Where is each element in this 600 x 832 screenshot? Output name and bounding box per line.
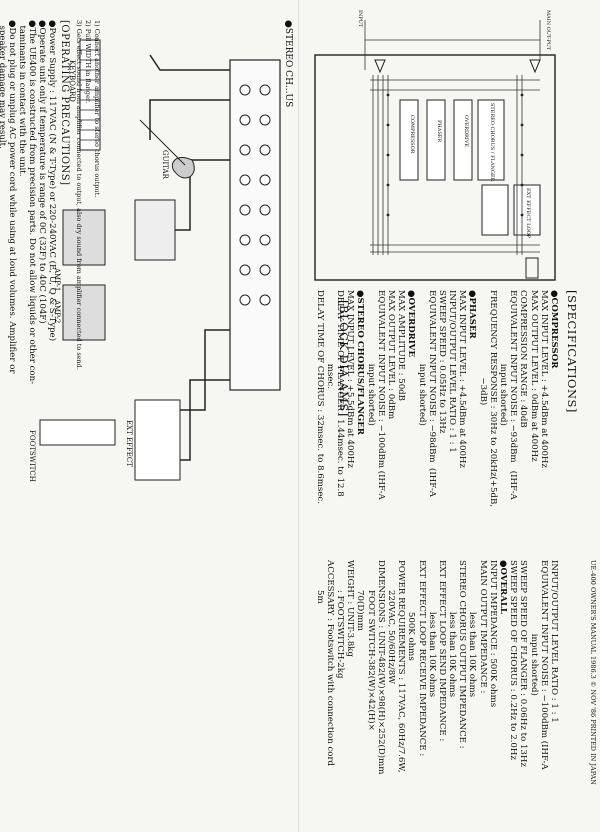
spec-line: ●STEREO CHORUS/FLANGER	[355, 290, 366, 435]
spec-line: POWER REQUIREMENTS : 117VAC, 60Hz/7.6W,	[396, 560, 407, 773]
spec-line: ●PHASER	[467, 290, 478, 339]
spec-line: INPUT/OUTPUT LEVEL RATIO : 1 : 1	[549, 560, 559, 723]
spec-line: MAX AMPLITUDE : 50dB	[396, 290, 407, 401]
spec-line: STEREO CHORUS OUTPUT IMPEDANCE :	[457, 560, 468, 749]
spec-line: MAIN OUTPUT IMPEDANCE :	[477, 560, 488, 694]
ext-effect-label: EXT EFFECT	[125, 420, 133, 467]
main-output-label: MAIN OUT-PUT	[545, 10, 551, 51]
spec-line: DELAY TIME OF CHORUS : 32msec. to 8.6mse…	[314, 290, 325, 504]
precaution-item: ●Operate unit only if temperature is ran…	[37, 20, 47, 324]
guitar-label: GUITAR	[161, 150, 169, 179]
spec-line: EQUIVALENT INPUT NOISE : −100dBm (IHF-A	[538, 560, 549, 770]
hookup-note: 1) Connect another amplifier to stereo c…	[93, 20, 101, 198]
spec-line: MAX OUTPUT LEVEL : 0dBm at 400Hz	[528, 290, 539, 462]
spec-line: ●OVERDRIVE	[406, 290, 417, 358]
page-fold	[298, 0, 299, 832]
spec-line: SWEEP SPEED OF FLANGER : 0.06Hz to 13Hz	[518, 560, 529, 767]
footer-text: UE-400 OWNER'S MANUAL 1986.3 © NOV '86 P…	[589, 560, 597, 785]
spec-line: ●COMPRESSOR	[549, 290, 559, 369]
module-overdrive: OVERDRIVE	[463, 115, 469, 148]
spec-line: MAX OUTPUT LEVEL : 0dBm	[386, 290, 396, 420]
spec-line: ACCESSARY : Footswitch with connection c…	[324, 560, 335, 767]
spec-line: COMPRESSION RANGE : 40dB	[518, 290, 529, 428]
hookup-diagram	[39, 39, 281, 481]
spec-line: DELAY TIME OF FLANGER : 1.44msec. to 12.…	[335, 290, 346, 497]
module-compressor: COMPRESSOR	[409, 115, 415, 154]
spec-line: FOOT SWITCH-382(W)×42(H)×	[365, 560, 376, 731]
spec-line: DIMENSIONS : UNIT-482(W)×98(H)×252(D)mm	[375, 560, 386, 775]
spec-line: EXT EFFECT LOOP SEND IMPEDANCE :	[436, 560, 447, 742]
operating-precautions: [OPERATING PRECAUTIONS]●Power Supply : 1…	[0, 20, 70, 820]
spec-line: INPUT/OUTPUT LEVEL RATIO : 1 : 1	[447, 290, 458, 453]
spec-line: EQUIVALENT INPUT NOISE : −100dBm (IHF-A	[375, 290, 386, 500]
block-diagram	[314, 20, 556, 281]
module-phaser: PHASER	[436, 120, 442, 143]
spec-line: EXT EFFECT LOOP RECEIVE IMPEDANCE :	[416, 560, 427, 757]
spec-line: EQUIVALENT INPUT NOISE : −98dBm (IHF-A	[426, 290, 437, 497]
left-panel: ●STEREO CH...US	[0, 20, 293, 820]
spec-line: SWEEP SPEED : 0.05Hz to 13Hz	[436, 290, 447, 434]
spec-line: less than 10K ohms	[426, 560, 437, 698]
spec-line: msec.	[324, 290, 335, 389]
spec-line: input shorted)	[365, 290, 376, 426]
spec-line: 220VAC, 50/60Hz/8W	[386, 560, 396, 684]
hookup-note: 2) Pull WIDTH in flanger.	[84, 20, 92, 104]
precautions-heading: [OPERATING PRECAUTIONS]	[59, 20, 70, 186]
spec-line: −3dB)	[477, 290, 488, 406]
precaution-item: ●The UE400 is constructed from precision…	[27, 20, 37, 385]
spec-line: MAX INPUT LEVEL : +4.5dBm at 400Hz	[457, 290, 468, 468]
precaution-item: ●Power Supply : 117VAC (N & T-Type) or 2…	[47, 20, 57, 342]
spec-line: input shorted)	[498, 290, 509, 426]
spec-line: INPUT IMPEDANCE : 500K ohms	[487, 560, 498, 708]
ext-loop-label: EXT EFFECT LOOP	[525, 188, 531, 239]
precaution-item: taminants in contact with the unit.	[17, 20, 27, 177]
spec-line: 500K ohms	[406, 560, 417, 661]
spec-line: MAX INPUT LEVEL : +4.5dBm at 400Hz	[538, 290, 549, 468]
spec-line: input shorted)	[416, 290, 427, 426]
hookup-notes: 1) Connect another amplifier to stereo c…	[73, 20, 101, 820]
hookup-note: 3) Gets effect sound from amplifier conn…	[75, 20, 83, 370]
specifications-heading: [SPECIFICATIONS]	[565, 290, 579, 413]
spec-line: less than 10K ohms	[467, 560, 478, 698]
spec-line: 5m	[314, 560, 325, 604]
spec-line: FREQUENCY RESPONSE : 30Hz to 20kHz(+5dB,	[487, 290, 498, 508]
module-stereo-chorus: STEREO CHORUS / FLANGER	[489, 103, 495, 182]
precaution-item: speaker damage may result.	[0, 25, 7, 149]
spec-line: EQUIVALENT INPUT NOISE : −93dBm (IHF-A	[508, 290, 519, 500]
spec-line: 70(D)mm	[355, 560, 366, 631]
spec-line: MAX INPUT LEVEL : +5.5dBm at 400Hz	[345, 290, 356, 468]
input-label: INPUT	[357, 10, 363, 28]
right-panel: COMPRESSOR PHASER OVERDRIVE STEREO CHORU…	[300, 0, 600, 832]
spec-line: SWEEP SPEED OF CHORUS : 0.2Hz to 2.0Hz	[508, 560, 519, 760]
spec-line: : FOOTSWITCH-2kg	[335, 560, 346, 679]
spec-line: ●OVERALL	[498, 560, 509, 614]
spec-line: WEIGHT : UNIT-3.8kg	[345, 560, 356, 658]
precaution-item: ●Do not plug or unplug AC power cord whi…	[7, 20, 17, 374]
spec-line: input shorted)	[528, 560, 539, 696]
spec-line: less than 10K ohms	[447, 560, 458, 698]
